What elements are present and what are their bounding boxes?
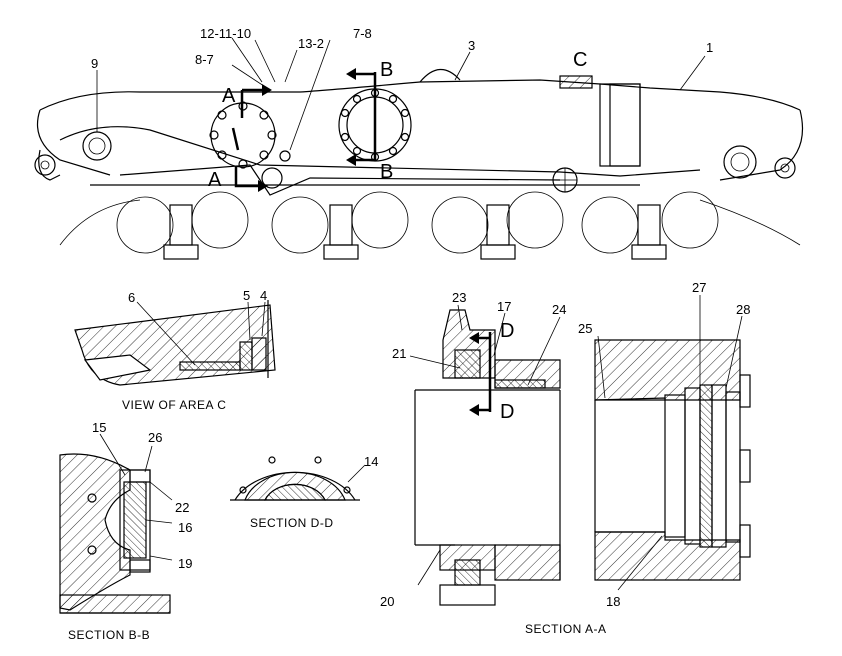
- callout-27: 27: [692, 280, 706, 295]
- marker-c: C: [573, 49, 587, 71]
- callout-3: 3: [468, 38, 475, 53]
- marker-b-top: B: [380, 59, 393, 81]
- section-d-d: 14 SECTION D-D: [230, 454, 378, 530]
- callout-13-2: 13-2: [298, 36, 324, 51]
- view-area-c: 6 5 4 VIEW OF AREA C: [74, 288, 276, 412]
- marker-d-top: D: [500, 320, 514, 342]
- section-a-a: D D 23 17 24 21 25 27 28 20 18: [380, 280, 751, 636]
- callout-4: 4: [260, 288, 267, 303]
- callout-25: 25: [578, 321, 592, 336]
- section-b-b: 15 26 22 16 19 SECTION B-B: [59, 420, 192, 642]
- callout-14: 14: [364, 454, 378, 469]
- marker-b-bottom: B: [380, 161, 393, 183]
- callout-8-7: 8-7: [195, 52, 214, 67]
- callout-6: 6: [128, 290, 135, 305]
- callout-15: 15: [92, 420, 106, 435]
- callout-7-8: 7-8: [353, 26, 372, 41]
- callout-16: 16: [178, 520, 192, 535]
- callout-12-11-10: 12-11-10: [200, 26, 251, 41]
- caption-section-dd: SECTION D-D: [250, 516, 334, 530]
- caption-area-c: VIEW OF AREA C: [122, 398, 226, 412]
- flange-a-bolts: [209, 101, 277, 169]
- flange-b-bolts: [340, 88, 410, 162]
- callout-19: 19: [178, 556, 192, 571]
- callout-1: 1: [706, 40, 713, 55]
- callout-21: 21: [392, 346, 406, 361]
- callout-20: 20: [380, 594, 394, 609]
- callout-26: 26: [148, 430, 162, 445]
- callout-22: 22: [175, 500, 189, 515]
- marker-a-top: A: [222, 85, 236, 107]
- callout-18: 18: [606, 594, 620, 609]
- callout-23: 23: [452, 290, 466, 305]
- top-leaders: [96, 37, 706, 151]
- callout-28: 28: [736, 302, 750, 317]
- callout-17: 17: [497, 299, 511, 314]
- callout-9: 9: [91, 56, 98, 71]
- marker-d-bottom: D: [500, 401, 514, 423]
- caption-section-aa: SECTION A-A: [525, 622, 607, 636]
- caption-section-bb: SECTION B-B: [68, 628, 150, 642]
- callout-5: 5: [243, 288, 250, 303]
- track-rollers: [116, 191, 719, 260]
- marker-a-bottom: A: [208, 169, 222, 191]
- roller-frame-view: 12-11-10 13-2 7-8 3 1 9 8-7 A A B B C: [34, 26, 804, 260]
- callout-24: 24: [552, 302, 566, 317]
